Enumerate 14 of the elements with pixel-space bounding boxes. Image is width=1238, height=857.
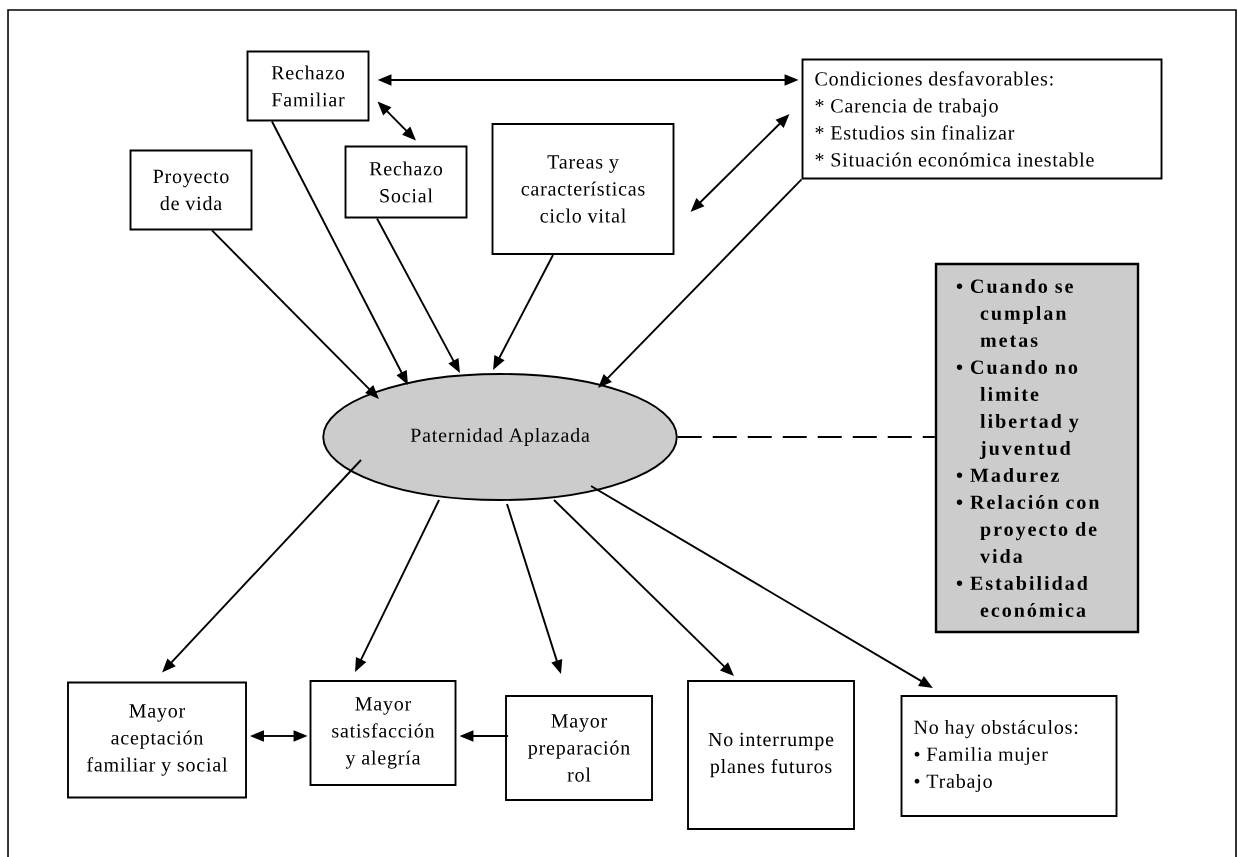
process-box: Tareas y características ciclo vital	[491, 123, 675, 255]
process-box: Rechazo Familiar	[246, 50, 370, 122]
outcome-box: No hay obstáculos: • Familia mujer • Trabajo	[900, 695, 1118, 817]
outcome-box: No interrumpe planes futuros	[687, 680, 855, 830]
arrow	[598, 178, 803, 388]
arrow	[211, 229, 379, 399]
conditions-list-box: • Cuando se cumplan metas • Cuando no limite libertad y juventud • Madurez • Relación con proyecto de vida • Estabilidad económica	[934, 262, 1140, 634]
outcome-box: Mayor aceptación familiar y social	[67, 681, 247, 799]
process-box: Rechazo Social	[344, 145, 468, 219]
outcome-box: Mayor preparación rol	[505, 695, 653, 801]
process-box: Proyecto de vida	[129, 149, 253, 231]
conditions-box: Condiciones desfavorables: * Carencia de trabajo * Estudios sin finalizar * Situación económica inestable	[801, 58, 1163, 180]
outcome-box: Mayor satisfacción y alegría	[309, 680, 457, 786]
arrow	[553, 499, 734, 676]
